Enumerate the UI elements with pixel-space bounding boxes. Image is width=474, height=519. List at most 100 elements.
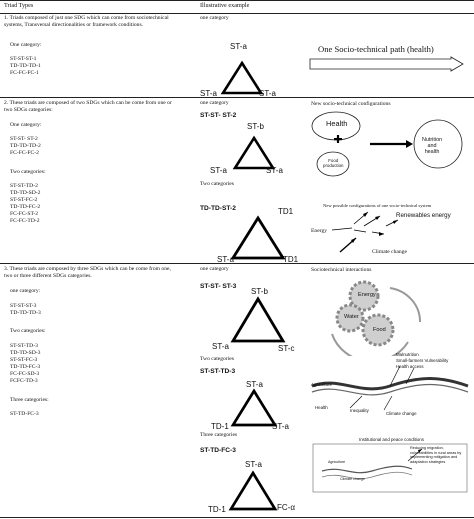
row2-illus-energy: Energy xyxy=(311,228,328,234)
row3-illustration2-diagram xyxy=(311,365,469,411)
row2-illus-food: Food production xyxy=(323,158,344,169)
row3-example1-caption: one category xyxy=(200,266,229,272)
row2-example1-code: ST-ST- ST-2 xyxy=(200,112,237,119)
row3-one-item-1: ST-ST-ST-3 xyxy=(10,303,37,309)
row1-triangle-left: ST-a xyxy=(200,89,217,98)
row1-category-heading: One category: xyxy=(10,42,42,48)
row2-example2-caption: Two categories xyxy=(200,181,234,187)
row2-illustration2-diagram xyxy=(331,211,399,253)
row3-institutional-climate: Climate change xyxy=(340,477,365,481)
row3-triangle1-left: ST-a xyxy=(212,342,229,351)
row3-flow-health-access: Health access xyxy=(396,364,424,369)
row3-triangle3-right: FC-α xyxy=(277,503,295,512)
row2-divider xyxy=(0,263,474,264)
row3-gears-icon xyxy=(331,280,422,356)
row2-two-heading: Two categories: xyxy=(10,169,46,175)
row2-one-item-3: FC-FC-FC-2 xyxy=(10,150,39,156)
header-triad-types: Triad Types xyxy=(4,2,34,9)
row3-example3-code: ST-TD-FC-3 xyxy=(200,447,236,454)
row3-triangle1-right: ST-c xyxy=(278,344,295,353)
row2-illus-nutrition: Nutrition and health xyxy=(422,137,443,156)
row3-two-heading: Two categories: xyxy=(10,328,46,334)
row3-flow-climate: Climate change xyxy=(386,411,417,416)
row3-two-item-5: FC-FC-SD-3 xyxy=(10,371,40,377)
row1-triangle xyxy=(220,60,264,95)
row2-one-item-2: TD-TD-TD-2 xyxy=(10,143,41,149)
row2-triangle2-left: ST-a xyxy=(217,255,234,264)
row3-example2-code: ST-ST-TD-3 xyxy=(200,368,236,375)
row2-triangle1-left: ST-a xyxy=(210,166,227,175)
row2-triangle1-right: ST-a xyxy=(266,166,283,175)
table-bottom-rule xyxy=(0,517,474,518)
row2-triangle2 xyxy=(230,215,286,260)
row1-item-3: FC-FC-FC-1 xyxy=(10,70,39,76)
row2-triangle2-right: TD1 xyxy=(283,255,299,264)
row2-two-item-5: FC-FC-ST-2 xyxy=(10,211,39,217)
row3-triangle2-left: TD-1 xyxy=(211,422,229,431)
row2-example1-caption: one category xyxy=(200,100,229,106)
table-header: Triad Types Illustrative example xyxy=(0,0,474,14)
row2-two-item-2: TD-TD-SD-2 xyxy=(10,190,41,196)
row3-gear-food: Food xyxy=(373,327,386,333)
row3-triangle1-top: ST-b xyxy=(251,287,268,296)
row2-illus-climate: Climate change xyxy=(372,249,407,255)
row2-illustration1-diagram xyxy=(311,111,463,177)
row1-arrow-icon xyxy=(309,56,464,72)
row2-two-item-3: ST-ST-FC-2 xyxy=(10,197,38,203)
row2-two-item-4: TD-TD-FC-2 xyxy=(10,204,41,210)
row3-example3-caption: Three categories xyxy=(200,432,238,438)
row2-illus-renewables: Renewables energy xyxy=(396,212,451,219)
row2-illus-health: Health xyxy=(326,119,348,128)
row3-triangle2-top: ST-a xyxy=(246,380,263,389)
row3-institutional-agriculture: Agriculture xyxy=(328,460,346,464)
row3-example2-caption: Two categories xyxy=(200,356,234,362)
row2-illustration1-title: New socio-technical configurations xyxy=(311,101,391,107)
row2-two-item-1: ST-ST-TD-2 xyxy=(10,183,38,189)
row3-flow-agriculture: Agriculture xyxy=(311,382,332,387)
row3-description: 3. These triads are composed by three SD… xyxy=(4,266,171,279)
row3-flow-malnutrition: Malnutrition xyxy=(396,352,419,357)
row3-illustration3-diagram xyxy=(312,443,468,493)
row3-gear-water: Water xyxy=(344,314,359,320)
row1-item-2: TD-TD-TD-1 xyxy=(10,63,41,69)
row3-two-item-2: TD-TD-SD-3 xyxy=(10,350,41,356)
row3-three-item-1: ST-TD-FC-3 xyxy=(10,411,39,417)
row3-example1-code: ST-ST- ST-3 xyxy=(200,283,237,290)
row3-one-item-2: TD-TD-TD-3 xyxy=(10,310,41,316)
row3-illustration1-title: Sociotechnical interactions xyxy=(311,267,372,273)
row3-three-heading: Three categories: xyxy=(10,397,49,403)
row3-two-item-3: ST-ST-FC-3 xyxy=(10,357,38,363)
row3-triangle2 xyxy=(230,388,278,427)
row3-triangle2-right: ST-a xyxy=(272,422,289,431)
row3-one-heading: one category: xyxy=(10,288,41,294)
row1-example-caption: one category xyxy=(200,15,229,21)
row3-two-item-4: TD-TD-FC-3 xyxy=(10,364,41,370)
row3-triangle3 xyxy=(228,470,278,511)
row1-description: 1. Triads composed of just one SDG which… xyxy=(4,15,169,28)
row3-institutional-reduce: Reducing migration, vulnerabilities in r… xyxy=(410,446,462,464)
row3-flow-small-farmers: Small-farmers Vulnerability xyxy=(396,358,449,363)
row3-triangle3-top: ST-a xyxy=(245,460,262,469)
row3-gear-energy: Energy xyxy=(358,292,376,298)
row2-triangle1 xyxy=(232,135,276,170)
row3-triangle1 xyxy=(230,296,286,343)
row3-illustration3-title: Institutional and peace conditions xyxy=(359,437,424,442)
row3-two-item-6: FCFC-TD-3 xyxy=(10,378,38,384)
row2-two-item-6: FC-FC-TD-2 xyxy=(10,218,40,224)
row1-divider xyxy=(0,97,474,98)
row2-one-item-1: ST-ST- ST-2 xyxy=(10,136,38,142)
row3-two-item-1: ST-ST-TD-3 xyxy=(10,343,38,349)
row2-illustration2-title: New possible configurations of one socio… xyxy=(323,203,432,208)
row3-flow-health: Health xyxy=(315,405,328,410)
header-illustrative-example: Illustrative example xyxy=(200,2,250,9)
row2-triangle1-top: ST-b xyxy=(247,122,264,131)
row2-triangle2-top: TD1 xyxy=(278,207,294,216)
row1-illustration-title: One Socio-technical path (health) xyxy=(318,44,434,54)
row1-triangle-top: ST-a xyxy=(230,42,247,51)
row3-flow-inequality: Inequality xyxy=(350,408,369,413)
row1-item-1: ST-ST-ST-1 xyxy=(10,56,37,62)
row1-triangle-right: ST-a xyxy=(259,89,276,98)
row2-example2-code: TD-TD-ST-2 xyxy=(200,205,236,212)
row2-description: 2. These triads are composed of two SDGs… xyxy=(4,100,172,113)
